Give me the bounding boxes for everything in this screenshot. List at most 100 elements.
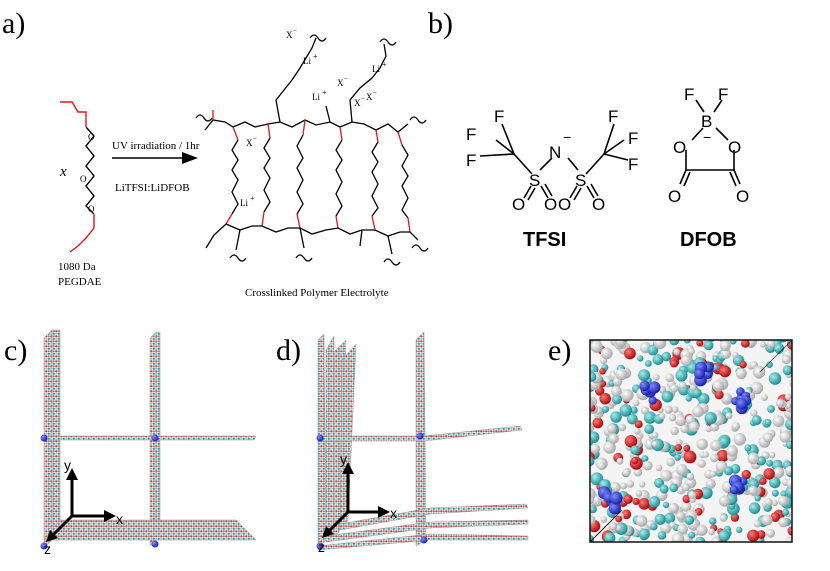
monomer-molecular-weight: 1080 Da (58, 261, 96, 273)
anion-label-4: X (366, 92, 373, 102)
monomer-oxygen-2: O (80, 174, 87, 184)
anion-cluster-atom (694, 368, 705, 380)
bulk-atom (615, 368, 628, 381)
bulk-atom (683, 450, 697, 464)
bulk-atom (661, 390, 674, 403)
bulk-atom (787, 526, 792, 536)
bulk-atom (714, 390, 724, 400)
bulk-atom (683, 444, 691, 452)
bulk-atom (590, 443, 601, 454)
bulk-atom (643, 411, 657, 424)
bulk-atom (669, 521, 676, 529)
crosslinked-network (195, 34, 429, 266)
bulk-atom (599, 368, 606, 375)
bulk-atom (768, 451, 776, 459)
bulk-atom (766, 361, 773, 368)
tfsi-name: TFSI (523, 229, 566, 251)
bulk-atom (600, 516, 608, 523)
tfsi-fluorine-1: F (494, 107, 504, 126)
bulk-atom (702, 451, 710, 458)
bulk-atom (747, 529, 760, 542)
bulk-atom (604, 532, 616, 542)
dfob-oxygen-4: O (736, 187, 749, 206)
bulk-atom (647, 344, 659, 356)
bulk-atom (614, 340, 627, 348)
dfob-oxygen-1: O (673, 138, 686, 157)
bulk-atom (677, 523, 688, 535)
anion-charge-3: − (361, 95, 365, 103)
bulk-atom (611, 394, 623, 405)
bulk-atom (683, 340, 691, 344)
reaction-arrow (112, 152, 198, 164)
bulk-atom (761, 394, 768, 401)
tfsi-fluorine-6: F (628, 155, 638, 174)
bulk-atom (657, 531, 667, 540)
bulk-atom (724, 466, 734, 476)
monomer-atom-labels: O O O (80, 132, 95, 214)
bulk-atom (681, 501, 692, 512)
bulk-atom (747, 452, 760, 465)
li-charge-1: + (313, 52, 318, 61)
network-caption: Crosslinked Polymer Electrolyte (245, 287, 389, 299)
bulk-atom (637, 355, 644, 362)
monomer-oxygen-3: O (88, 204, 95, 214)
bulk-atom (645, 360, 652, 367)
bulk-atom (739, 360, 747, 369)
bulk-atom (744, 444, 752, 452)
bulk-atom (590, 534, 594, 542)
anion-label-1: X (286, 30, 293, 40)
bulk-atom (773, 467, 785, 479)
bulk-atom (599, 392, 611, 405)
bulk-atom (638, 369, 651, 382)
bulk-atom (623, 494, 633, 504)
bulk-atom (688, 491, 697, 500)
bulk-atom (607, 423, 617, 434)
bulk-atom (635, 490, 643, 497)
bulk-atom (590, 397, 594, 408)
bulk-atom (748, 485, 758, 495)
tfsi-fluorine-5: F (628, 129, 638, 148)
bulk-atom (664, 512, 676, 524)
tfsi-sulfur-2: S (575, 171, 586, 190)
bulk-atom (718, 495, 731, 507)
bulk-atom (684, 515, 695, 525)
bulk-atom (665, 373, 675, 383)
bulk-atom (696, 438, 708, 450)
bulk-atom (771, 499, 778, 507)
axes-triad-d (322, 462, 390, 538)
dfob-atoms: F F B − O O O O (668, 85, 749, 206)
dfob-boron: B (701, 112, 712, 131)
bulk-atom (670, 359, 678, 368)
bulk-atom (602, 405, 610, 413)
slab-model-d (316, 331, 529, 551)
bulk-atom (692, 405, 704, 418)
bulk-atom (590, 496, 594, 505)
bulk-atom (748, 502, 761, 514)
bulk-atom (660, 469, 673, 482)
bulk-atom (615, 515, 622, 523)
bulk-atom (597, 462, 606, 471)
simulation-box-e (589, 339, 793, 543)
li-charge-4: + (250, 194, 255, 203)
bulk-atom (720, 348, 732, 360)
bulk-atom (778, 517, 789, 528)
bulk-atom (675, 369, 688, 382)
bulk-atom (590, 456, 595, 467)
bulk-atom (751, 415, 762, 426)
bulk-atom (688, 421, 700, 433)
bulk-atom (771, 489, 779, 497)
bulk-atom (767, 405, 775, 413)
bulk-atom (752, 365, 766, 379)
bulk-atom (769, 476, 781, 489)
bulk-atom (781, 354, 791, 365)
bulk-atom (753, 520, 761, 528)
bulk-atom (735, 368, 747, 380)
bulk-atom (789, 379, 792, 388)
anion-charge-1: − (293, 27, 297, 35)
bulk-atom (785, 440, 792, 449)
bulk-atom (759, 477, 767, 486)
bulk-atom (782, 508, 790, 516)
monomer-name: PEGDAE (58, 276, 102, 288)
bulk-atom (764, 498, 773, 507)
